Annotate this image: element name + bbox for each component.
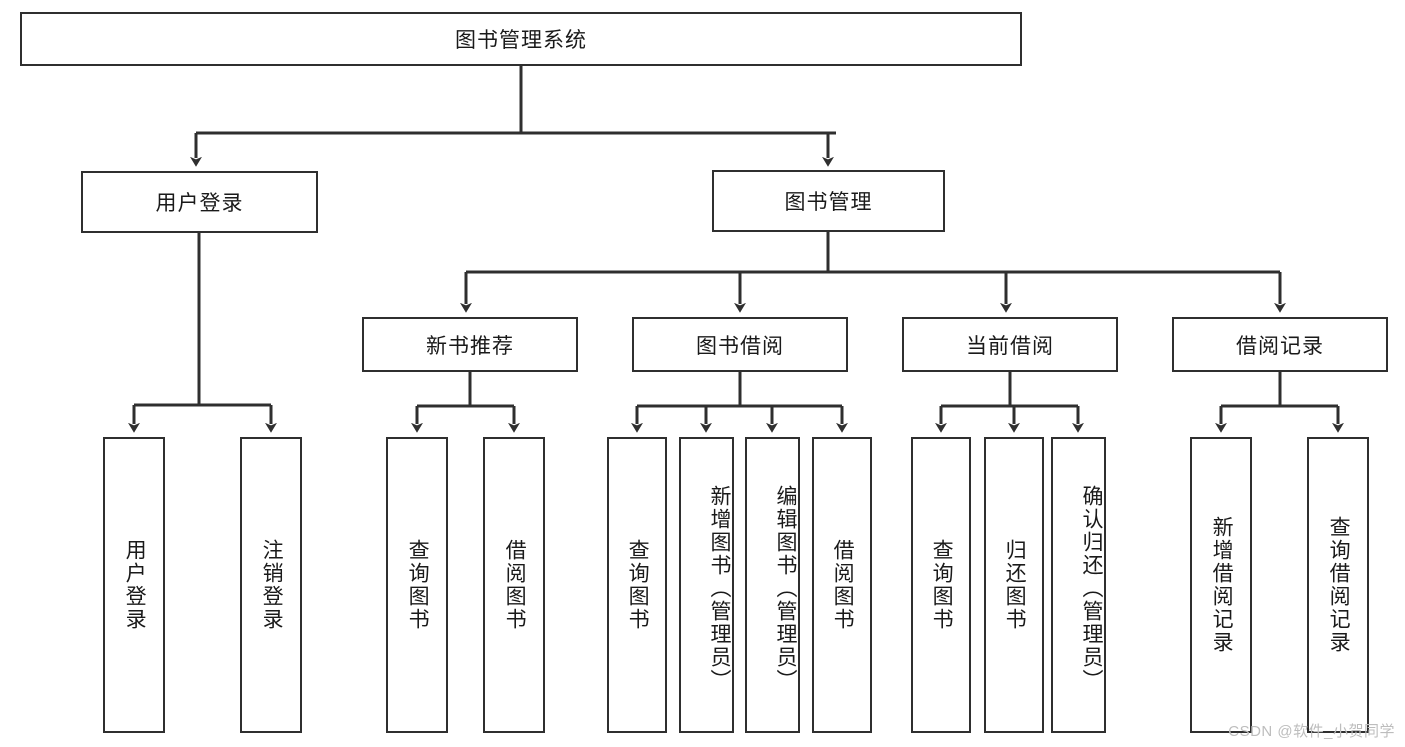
node-user-login[interactable]: 用户登录: [81, 171, 318, 233]
leaf-edit-book-admin[interactable]: 编辑图书（管理员）: [745, 437, 800, 733]
leaf-return-book[interactable]: 归还图书: [984, 437, 1044, 733]
leaf-borrow-book-borrow[interactable]: 借阅图书: [812, 437, 872, 733]
leaf-add-borrow-record[interactable]: 新增借阅记录: [1190, 437, 1252, 733]
node-book-borrow[interactable]: 图书借阅: [632, 317, 848, 372]
leaf-borrow-book-recommend[interactable]: 借阅图书: [483, 437, 545, 733]
node-new-book-recommend[interactable]: 新书推荐: [362, 317, 578, 372]
node-borrow-record[interactable]: 借阅记录: [1172, 317, 1388, 372]
leaf-query-book-current[interactable]: 查询图书: [911, 437, 971, 733]
leaf-confirm-return-admin[interactable]: 确认归还（管理员）: [1051, 437, 1106, 733]
node-root-system[interactable]: 图书管理系统: [20, 12, 1022, 66]
leaf-user-login[interactable]: 用户登录: [103, 437, 165, 733]
csdn-watermark: CSDN @软件_小贺同学: [1228, 723, 1395, 740]
leaf-query-book-recommend[interactable]: 查询图书: [386, 437, 448, 733]
leaf-query-book-borrow[interactable]: 查询图书: [607, 437, 667, 733]
leaf-user-logout[interactable]: 注销登录: [240, 437, 302, 733]
node-current-borrow[interactable]: 当前借阅: [902, 317, 1118, 372]
leaf-add-book-admin[interactable]: 新增图书（管理员）: [679, 437, 734, 733]
leaf-query-borrow-record[interactable]: 查询借阅记录: [1307, 437, 1369, 733]
node-book-manage[interactable]: 图书管理: [712, 170, 945, 232]
